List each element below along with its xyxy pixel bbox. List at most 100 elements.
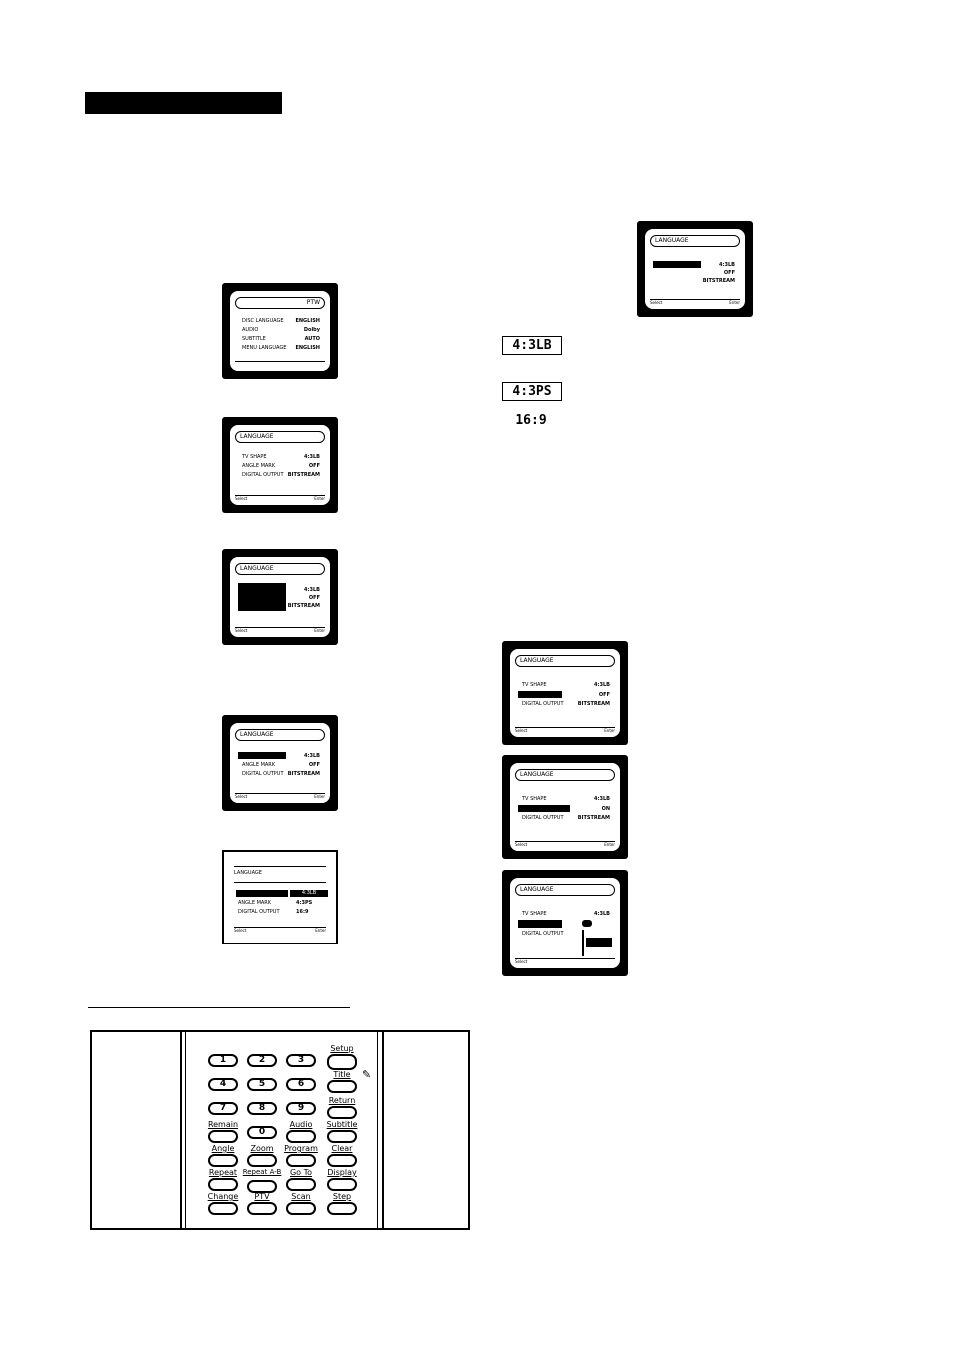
button-0[interactable]: 0 — [247, 1126, 277, 1139]
row-value: 4:3LB — [594, 796, 610, 802]
remote-left-edge — [180, 1032, 182, 1228]
row-value: AUTO — [304, 336, 320, 342]
row-value: 4:3LB — [719, 262, 735, 268]
footer-right: Enter — [314, 628, 325, 633]
row-label: ANGLE MARK — [242, 762, 276, 768]
remote-control: 1 2 3 Setup 4 5 6 Title ✎ 7 8 9 Return R… — [90, 1030, 470, 1230]
row-value: OFF — [308, 595, 320, 601]
scan-button[interactable] — [286, 1202, 316, 1215]
row-value: 4:3LB — [594, 682, 610, 688]
return-button[interactable] — [327, 1106, 357, 1119]
selection-highlight — [653, 261, 701, 268]
row-label: DIGITAL OUTPUT — [238, 909, 280, 915]
row-label: ANGLE MARK — [242, 463, 276, 469]
remain-label: Remain — [207, 1120, 239, 1129]
button-8[interactable]: 8 — [247, 1102, 277, 1115]
row-value: 4:3LB — [304, 454, 320, 460]
row-label: DIGITAL OUTPUT — [522, 701, 564, 707]
row-value: BITSTREAM — [287, 771, 320, 777]
tag-4-3lb: 4:3LB — [502, 336, 562, 355]
angle-label: Angle — [211, 1144, 235, 1153]
ptv-label: PTV — [254, 1192, 270, 1201]
audio-button[interactable] — [286, 1130, 316, 1143]
row-value: BITSTREAM — [577, 701, 610, 707]
repeat-ab-button[interactable] — [247, 1180, 277, 1193]
row-label: DIGITAL OUTPUT — [522, 815, 564, 821]
footer-right: Enter — [314, 794, 325, 799]
row-label: TV SHAPE — [522, 796, 547, 802]
subtitle-label: Subtitle — [326, 1120, 358, 1129]
subtitle-button[interactable] — [327, 1130, 357, 1143]
dropdown-line — [582, 930, 584, 956]
button-3[interactable]: 3 — [286, 1054, 316, 1067]
row-label: DIGITAL OUTPUT — [522, 931, 564, 937]
zoom-button[interactable] — [247, 1154, 277, 1167]
clear-button[interactable] — [327, 1154, 357, 1167]
screen-title: LANGUAGE — [515, 655, 615, 667]
title-button[interactable] — [327, 1080, 357, 1093]
remain-button[interactable] — [208, 1130, 238, 1143]
footer-left: Select — [235, 496, 248, 501]
selection-highlight — [238, 583, 286, 611]
footer-right: Enter — [315, 928, 326, 933]
row-value: 4:3LB — [594, 911, 610, 917]
change-button[interactable] — [208, 1202, 238, 1215]
footer-left: Select — [235, 628, 248, 633]
screen-title: LANGUAGE — [650, 235, 740, 247]
step-button[interactable] — [327, 1202, 357, 1215]
button-2[interactable]: 2 — [247, 1054, 277, 1067]
setup-label: Setup — [330, 1044, 354, 1053]
goto-button[interactable] — [286, 1178, 316, 1191]
row-label: SUBTITLE — [242, 336, 266, 342]
screen-footer: Select — [515, 958, 615, 965]
screen-title: PTW — [235, 297, 325, 309]
angle-button[interactable] — [208, 1154, 238, 1167]
selection-highlight — [518, 691, 562, 698]
option-highlight: 4:3LB — [290, 890, 328, 897]
row-value: 4:3LB — [304, 753, 320, 759]
remote-right-edge-inner — [377, 1032, 378, 1228]
row-label: TV SHAPE — [242, 454, 267, 460]
selection-highlight — [518, 805, 570, 812]
program-button[interactable] — [286, 1154, 316, 1167]
row-value: 16:9 — [296, 909, 309, 915]
option-marker — [582, 920, 592, 927]
button-4[interactable]: 4 — [208, 1078, 238, 1091]
display-button[interactable] — [327, 1178, 357, 1191]
footer-left: Select — [515, 842, 528, 847]
button-6[interactable]: 6 — [286, 1078, 316, 1091]
selection-highlight — [238, 752, 286, 759]
button-7[interactable]: 7 — [208, 1102, 238, 1115]
row-value: ON — [601, 806, 610, 812]
row-label: TV SHAPE — [522, 682, 547, 688]
button-5[interactable]: 5 — [247, 1078, 277, 1091]
display-label: Display — [327, 1168, 357, 1177]
ptv-button[interactable] — [247, 1202, 277, 1215]
clear-label: Clear — [331, 1144, 353, 1153]
repeat-button[interactable] — [208, 1178, 238, 1191]
screen-title: LANGUAGE — [235, 563, 325, 575]
row-value: 4:3LB — [304, 587, 320, 593]
setup-button[interactable] — [327, 1054, 357, 1070]
goto-label: Go To — [289, 1168, 313, 1177]
repeat-ab-label: Repeat A-B — [242, 1168, 282, 1176]
selection-highlight — [518, 920, 562, 928]
button-1[interactable]: 1 — [208, 1054, 238, 1067]
row-value: Dolby — [303, 327, 320, 333]
remote-left-edge-inner — [185, 1032, 186, 1228]
row-value: BITSTREAM — [287, 472, 320, 478]
button-9[interactable]: 9 — [286, 1102, 316, 1115]
row-label: DIGITAL OUTPUT — [242, 472, 284, 478]
screen-footer: Select Enter — [235, 627, 325, 634]
